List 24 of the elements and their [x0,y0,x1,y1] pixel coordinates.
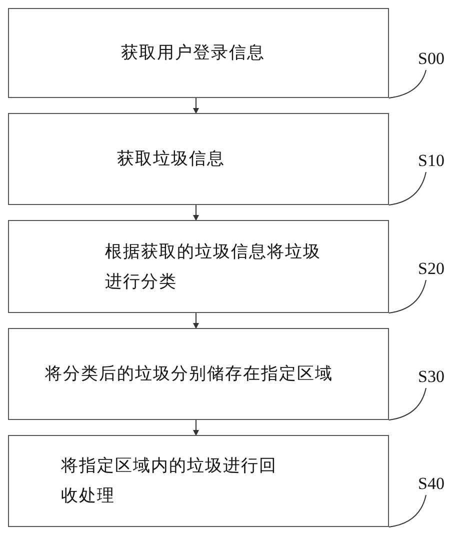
process-box [8,220,389,313]
leader-line [388,172,426,206]
step-text: 将指定区域内的垃圾进行回收处理 [61,455,278,508]
leader-line [388,494,426,528]
step-number: S10 [418,150,444,172]
leader-line [388,70,426,98]
step-number: S00 [418,48,444,70]
process-box [8,8,389,98]
process-box [8,435,389,527]
arrow [193,312,199,329]
step-text: 将分类后的垃圾分别储存在指定区域 [45,363,334,386]
process-box [8,328,389,420]
step-text: 获取用户登录信息 [121,42,266,65]
step-number: S40 [418,473,444,495]
process-box [8,113,389,205]
step-number: S20 [418,258,444,280]
arrow [193,98,199,114]
step-text: 根据获取的垃圾信息将垃圾进行分类 [105,240,322,294]
leader-line [388,388,426,420]
arrow [193,420,199,436]
arrow [193,204,199,221]
leader-line [388,280,426,314]
step-number: S30 [418,366,444,388]
step-text: 获取垃圾信息 [117,148,226,171]
